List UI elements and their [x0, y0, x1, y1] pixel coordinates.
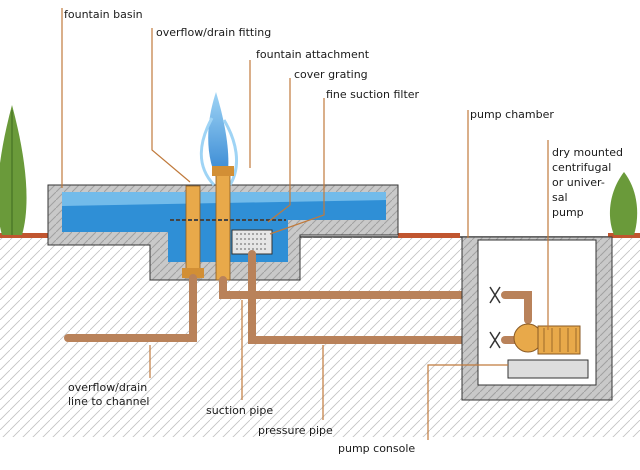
pump-console-plinth — [507, 359, 589, 379]
leader-lines — [61, 8, 549, 440]
label-fountain-attachment: fountain attachment — [256, 48, 370, 61]
label-pump-line2: centrifugal — [552, 161, 611, 174]
label-pump-chamber: pump chamber — [470, 108, 554, 121]
labels: fountain basin overflow/drain fitting fo… — [64, 8, 623, 455]
label-suction-pipe: suction pipe — [206, 404, 273, 417]
pump — [507, 323, 589, 379]
label-overflow-drain-fitting: overflow/drain fitting — [156, 26, 271, 39]
edging-far-right — [608, 233, 640, 238]
label-cover-grating: cover grating — [294, 68, 368, 81]
label-pump-line4: sal — [552, 191, 568, 204]
label-pressure-pipe: pressure pipe — [258, 424, 333, 437]
label-overflow-line1: overflow/drain — [68, 381, 147, 394]
valves — [489, 286, 501, 349]
label-pump-line5: pump — [552, 206, 584, 219]
edging-left — [0, 233, 50, 238]
label-overflow-line2: line to channel — [68, 395, 149, 408]
label-pump-line3: or univer- — [552, 176, 605, 189]
pump-chamber — [461, 236, 613, 401]
pipes — [64, 250, 509, 344]
tree-left — [0, 105, 27, 235]
tree-right — [609, 172, 638, 235]
edging-right — [398, 233, 460, 238]
pump-connections — [501, 291, 532, 344]
fountain-jet — [199, 92, 238, 187]
label-pump-line1: dry mounted — [552, 146, 623, 159]
label-fine-suction-filter: fine suction filter — [326, 88, 420, 101]
label-fountain-basin: fountain basin — [64, 8, 143, 21]
label-pump-console: pump console — [338, 442, 415, 455]
